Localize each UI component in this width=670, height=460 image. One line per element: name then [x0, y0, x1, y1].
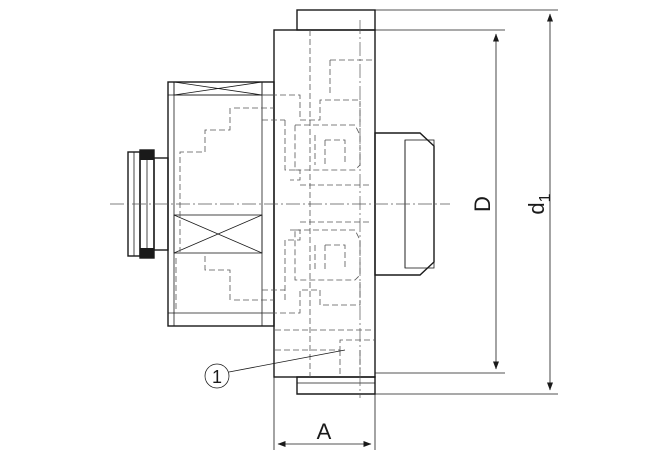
- top-ring: [296, 9, 376, 31]
- dimension-d: D: [375, 29, 505, 374]
- dimension-a: A: [273, 377, 376, 450]
- dim-d-label: D: [470, 196, 495, 212]
- cross-mark-top: [173, 81, 263, 96]
- bottom-ring: [296, 376, 376, 395]
- cross-mark-middle: [173, 214, 263, 254]
- callout-1-label: 1: [212, 367, 222, 387]
- dim-a-label: A: [317, 419, 332, 444]
- dim-d1-main: d: [524, 202, 549, 214]
- dim-d1-label: d1: [524, 193, 554, 214]
- callout-1: 1: [204, 349, 346, 389]
- dimension-d1: d1: [375, 9, 558, 395]
- dim-d1-sub: 1: [537, 193, 554, 202]
